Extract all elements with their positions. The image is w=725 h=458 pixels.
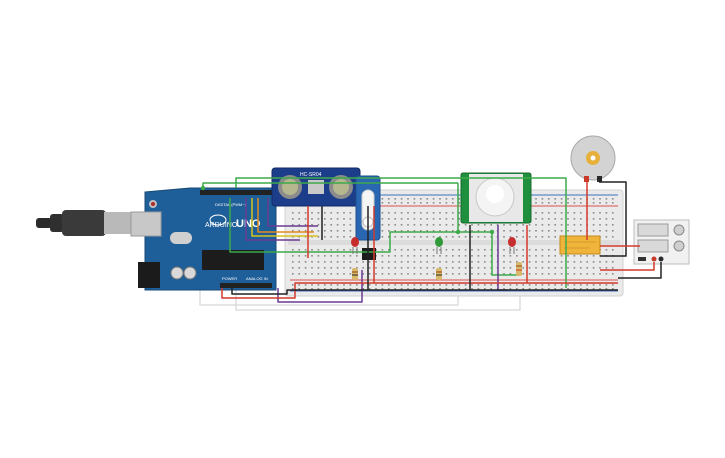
wire-supply-red[interactable]	[600, 262, 655, 271]
wire-supply-black[interactable]	[618, 262, 662, 279]
supply-display-current	[637, 239, 669, 253]
ultrasonic-sensor[interactable]: HC-SR04	[271, 167, 361, 207]
analog-label: ANALOG IN	[246, 276, 268, 281]
resistor-1[interactable]	[352, 268, 358, 280]
wire-junctions	[200, 185, 495, 235]
wire-black-gnd[interactable]	[231, 288, 618, 295]
motor-terminal-red	[584, 176, 589, 182]
wire-motor-black[interactable]	[599, 181, 627, 257]
relay[interactable]	[559, 235, 601, 255]
led-red-1[interactable]	[351, 237, 359, 254]
wire-green-relay[interactable]	[235, 177, 567, 288]
pir-sensor[interactable]	[460, 172, 532, 224]
led-green[interactable]	[435, 237, 443, 254]
arduino-model-label: UNO	[236, 218, 261, 230]
atmega-chip	[202, 250, 264, 270]
wire-green-pir[interactable]	[470, 231, 520, 276]
usb-cable-strain-relief	[50, 214, 64, 232]
power-supply[interactable]	[633, 219, 690, 265]
wire-purple-a[interactable]	[245, 198, 300, 241]
led-red-2[interactable]	[508, 237, 516, 254]
supply-knob-current[interactable]	[673, 240, 685, 252]
supply-terminal-negative	[658, 256, 664, 262]
supply-terminal-positive	[651, 256, 657, 262]
center-channel	[288, 240, 620, 245]
wire-yellow[interactable]	[251, 198, 318, 237]
sensor-crystal	[308, 180, 324, 194]
power-label: POWER	[222, 276, 237, 281]
dc-motor[interactable]	[570, 135, 616, 182]
wire-orange[interactable]	[257, 198, 314, 233]
arduino-infinity-logo	[209, 214, 227, 226]
servo-connector	[362, 248, 376, 260]
transducer-left-mesh	[282, 179, 298, 195]
wire-red-5v[interactable]	[221, 282, 618, 299]
wires	[202, 177, 662, 303]
supply-switch[interactable]	[638, 257, 646, 261]
arduino-power-jack	[138, 262, 160, 288]
arduino-usb-port	[130, 211, 162, 237]
usb-plug-body	[62, 210, 106, 236]
resistor-2[interactable]	[436, 268, 442, 280]
arduino-uno[interactable]: ARDUINO UNO DIGITAL (PWM~) POWER ANALOG …	[130, 187, 277, 291]
pir-dome-highlight	[486, 185, 504, 203]
motor-terminal-black	[597, 176, 602, 182]
motor-shaft-center	[590, 155, 596, 161]
wire-green-servo[interactable]	[229, 198, 470, 253]
capacitor-2	[183, 266, 197, 280]
supply-display-voltage	[637, 223, 669, 237]
transducer-right-mesh	[333, 179, 349, 195]
crystal	[170, 232, 192, 244]
digital-label: DIGITAL (PWM~)	[215, 202, 247, 207]
analog-power-header	[220, 283, 272, 288]
supply-knob-voltage[interactable]	[673, 224, 685, 236]
wire-purple-c[interactable]	[277, 270, 363, 303]
reset-button-cap	[151, 202, 155, 206]
resistor-3[interactable]	[516, 262, 522, 276]
usb-plug-metal	[104, 212, 134, 234]
ultrasonic-label: HC-SR04	[300, 172, 322, 178]
wire-purple-b[interactable]	[267, 198, 318, 227]
arduino-brand-label: ARDUINO	[205, 222, 238, 229]
capacitor-1	[170, 266, 184, 280]
arduino-board	[144, 187, 277, 291]
usb-cable-end	[36, 218, 52, 228]
digital-header	[200, 190, 272, 195]
